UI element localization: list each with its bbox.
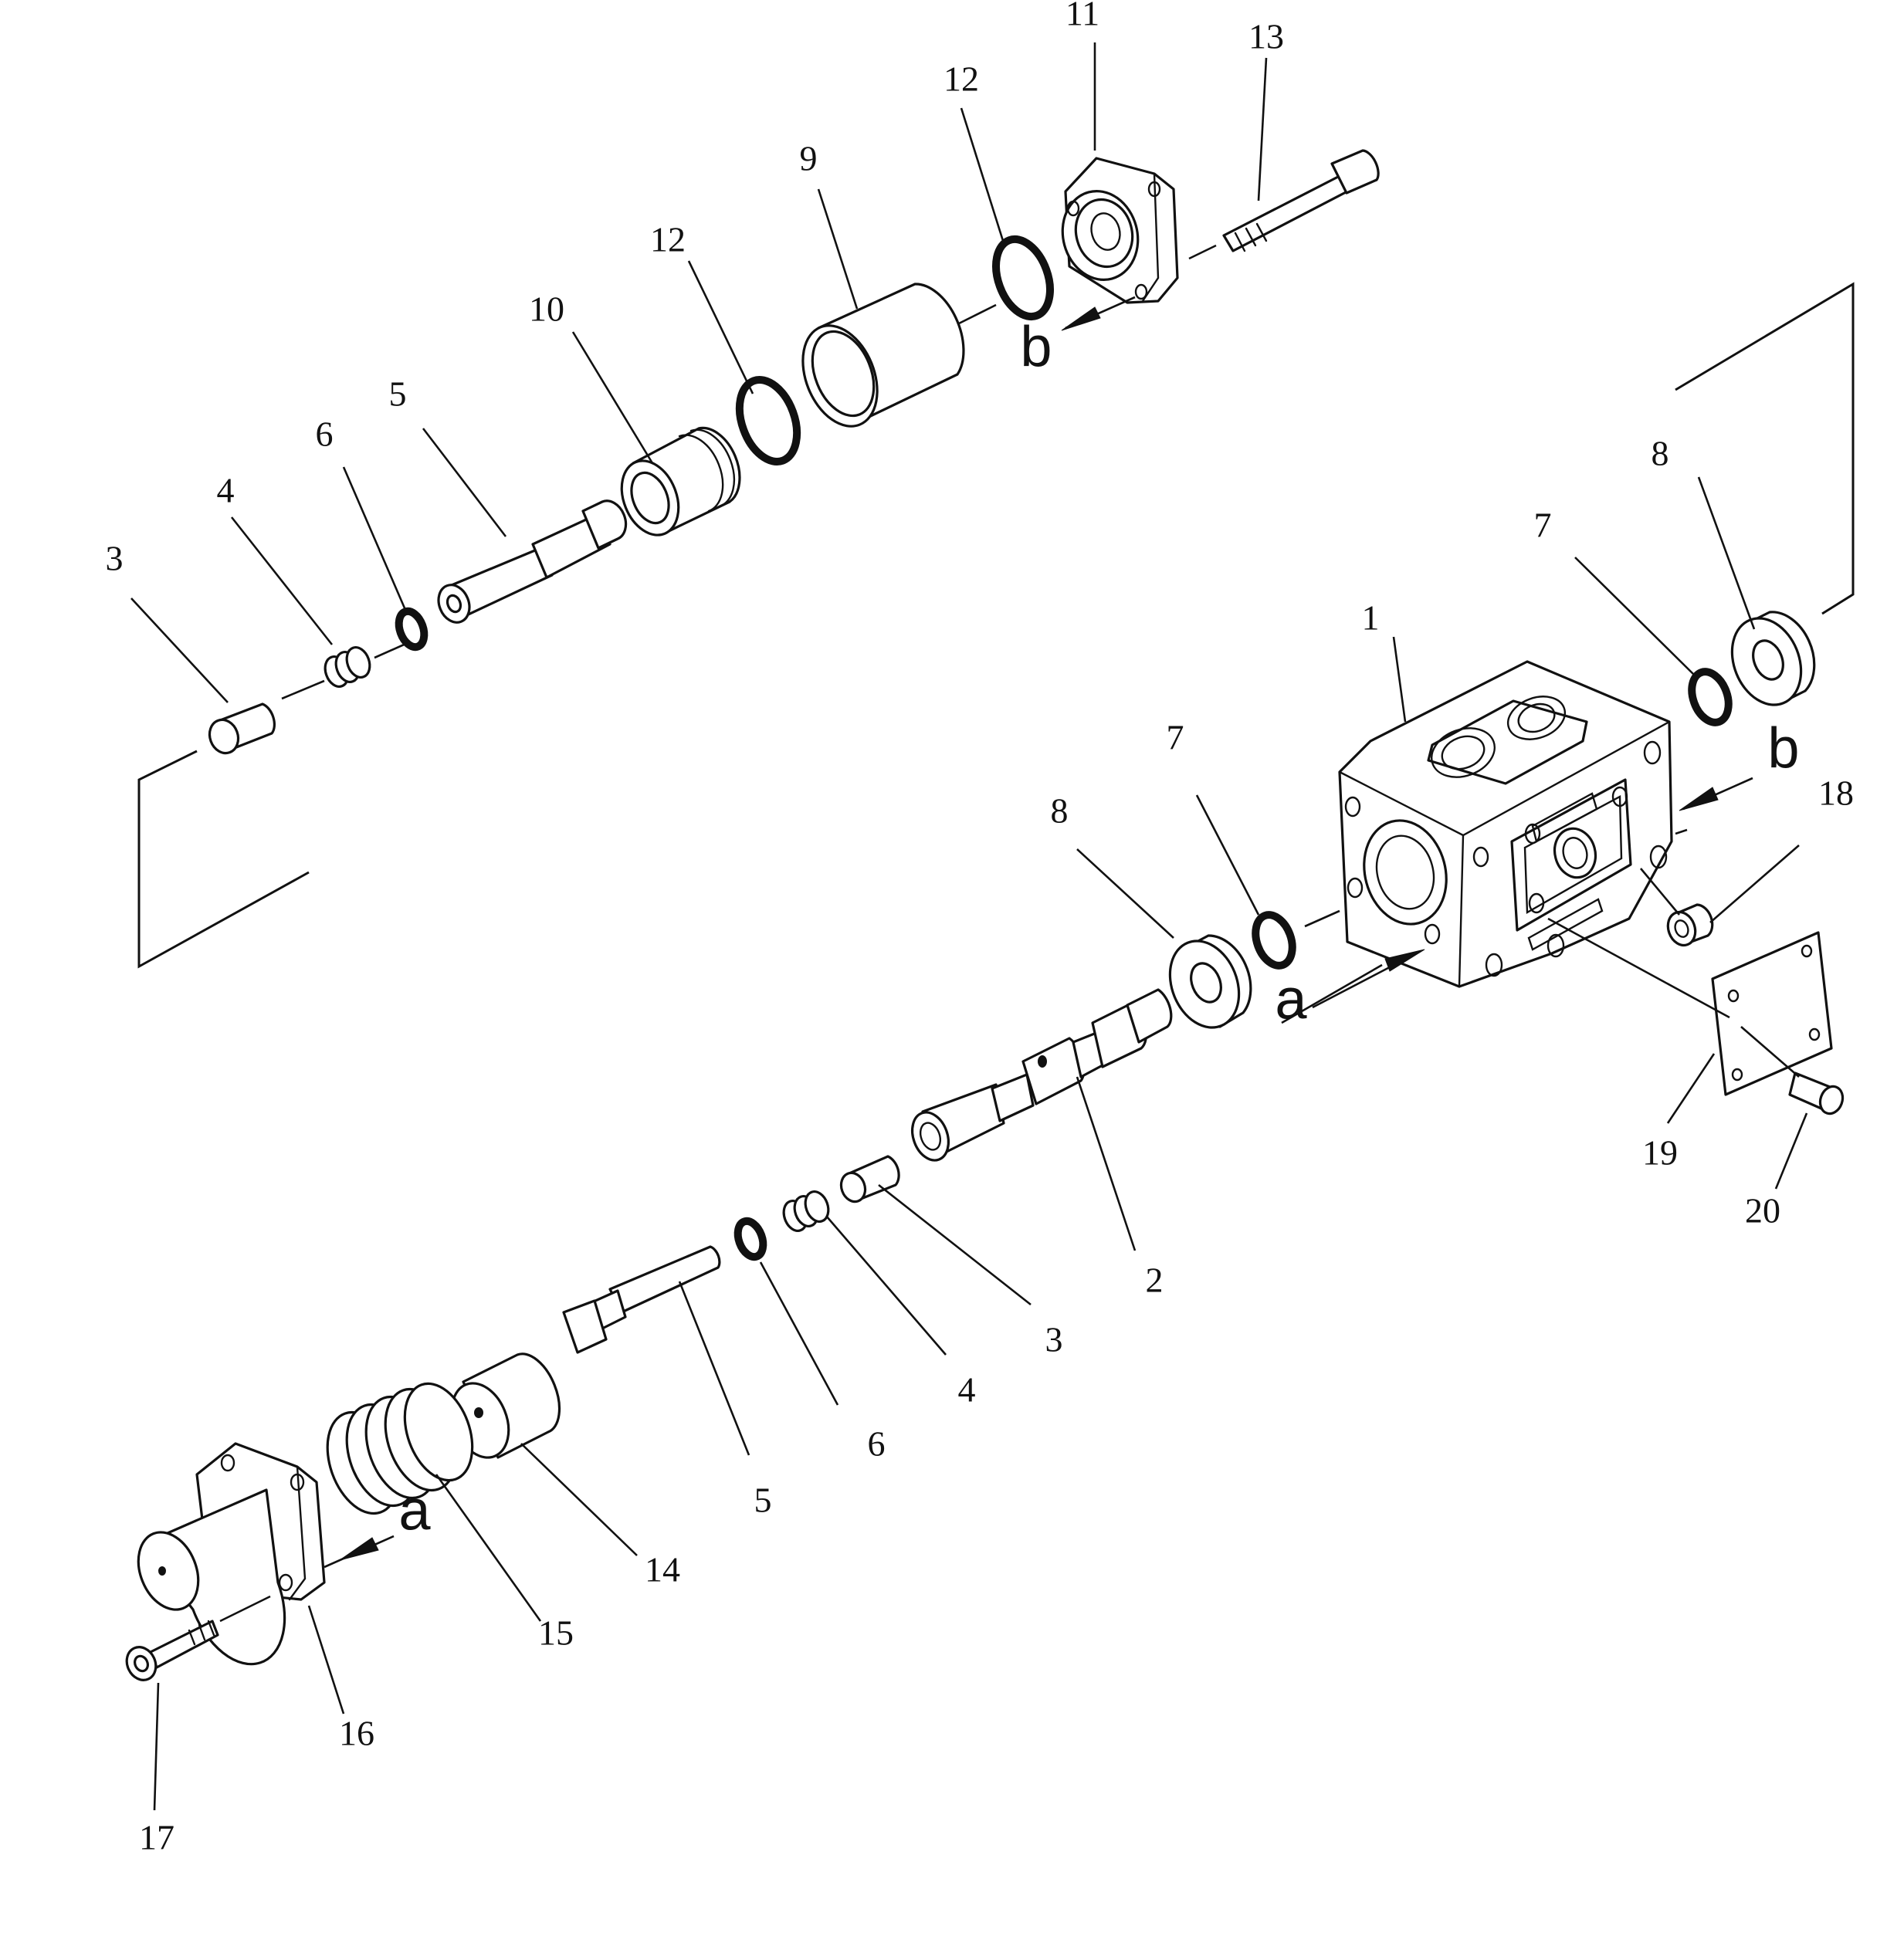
part-8-washer-right xyxy=(1730,611,1816,706)
ref-arrow-b-upper xyxy=(1061,296,1136,331)
part-13-bolt xyxy=(1222,149,1380,252)
callout-18: 18 xyxy=(1818,774,1854,813)
callout-6-upper: 6 xyxy=(316,415,334,454)
part-6-o-ring-upper xyxy=(395,607,429,652)
part-4-spring-lower xyxy=(782,1190,830,1232)
callout-11: 11 xyxy=(1065,0,1099,33)
callout-19: 19 xyxy=(1642,1133,1678,1173)
callout-2: 2 xyxy=(1146,1261,1164,1300)
part-4-spring-upper xyxy=(324,646,371,688)
part-18-plug xyxy=(1666,903,1714,947)
part-12-o-ring-right xyxy=(992,235,1054,321)
ref-a-lower: a xyxy=(398,1478,431,1542)
ref-b-upper: b xyxy=(1020,315,1052,379)
part-7-o-ring-right xyxy=(1688,668,1733,726)
part-16-end-cover xyxy=(137,1442,326,1666)
callout-16: 16 xyxy=(339,1714,374,1753)
ref-b-right: b xyxy=(1767,716,1799,780)
callout-6-lower: 6 xyxy=(868,1424,886,1464)
callout-20: 20 xyxy=(1745,1191,1780,1231)
callout-12-left: 12 xyxy=(650,220,686,259)
callout-15: 15 xyxy=(538,1613,574,1653)
part-17-bolt xyxy=(125,1595,271,1681)
part-5-plunger-lower xyxy=(562,1245,721,1354)
part-12-o-ring-left xyxy=(735,376,801,465)
part-1-valve-body xyxy=(1338,660,1673,988)
callout-14: 14 xyxy=(645,1550,680,1589)
callout-8-left: 8 xyxy=(1051,791,1069,831)
ref-arrow-b-right xyxy=(1679,777,1753,811)
upper-group-bracket xyxy=(137,750,310,969)
part-20-rivet xyxy=(1788,1071,1845,1115)
right-group-bracket xyxy=(1675,282,1855,615)
part-11-flange-cover xyxy=(1061,157,1179,304)
callout-7-left: 7 xyxy=(1167,718,1184,757)
callout-1: 1 xyxy=(1362,598,1380,638)
callout-3-upper: 3 xyxy=(106,539,124,578)
callout-4-upper: 4 xyxy=(217,471,235,510)
callout-leaders xyxy=(130,42,1808,1811)
ref-arrow-a-mid xyxy=(1312,949,1425,1009)
assembly-lines xyxy=(1281,828,1800,1078)
callout-3-lower: 3 xyxy=(1045,1320,1063,1359)
callout-13: 13 xyxy=(1248,17,1284,56)
part-19-plate xyxy=(1711,931,1833,1096)
callout-5-lower: 5 xyxy=(754,1481,772,1520)
callout-8-right: 8 xyxy=(1652,434,1669,473)
callout-4-lower: 4 xyxy=(958,1370,976,1410)
callout-12-right: 12 xyxy=(944,59,979,99)
part-6-o-ring-lower xyxy=(733,1217,767,1261)
callout-9: 9 xyxy=(800,139,818,178)
reference-labels: b b a a xyxy=(398,315,1799,1542)
part-10-sleeve xyxy=(620,426,741,537)
callout-17: 17 xyxy=(139,1818,174,1857)
callout-10: 10 xyxy=(529,289,564,329)
callout-5-upper: 5 xyxy=(389,374,407,414)
part-3-pin-upper xyxy=(208,702,276,755)
part-15-spring xyxy=(326,1382,474,1515)
callout-7-right: 7 xyxy=(1534,506,1552,545)
part-9-cylinder xyxy=(801,283,965,428)
ref-arrow-a-lower xyxy=(324,1535,395,1569)
part-8-washer-left xyxy=(1168,934,1252,1029)
part-3-pin-lower xyxy=(839,1155,900,1203)
part-2-spool xyxy=(911,988,1173,1162)
part-5-plunger-upper xyxy=(437,499,628,624)
part-7-o-ring-left xyxy=(1252,911,1296,970)
callout-labels: 1 2 3 3 4 4 5 5 6 6 7 7 8 8 9 10 11 12 1… xyxy=(106,0,1855,1857)
ref-a-mid: a xyxy=(1275,967,1307,1031)
